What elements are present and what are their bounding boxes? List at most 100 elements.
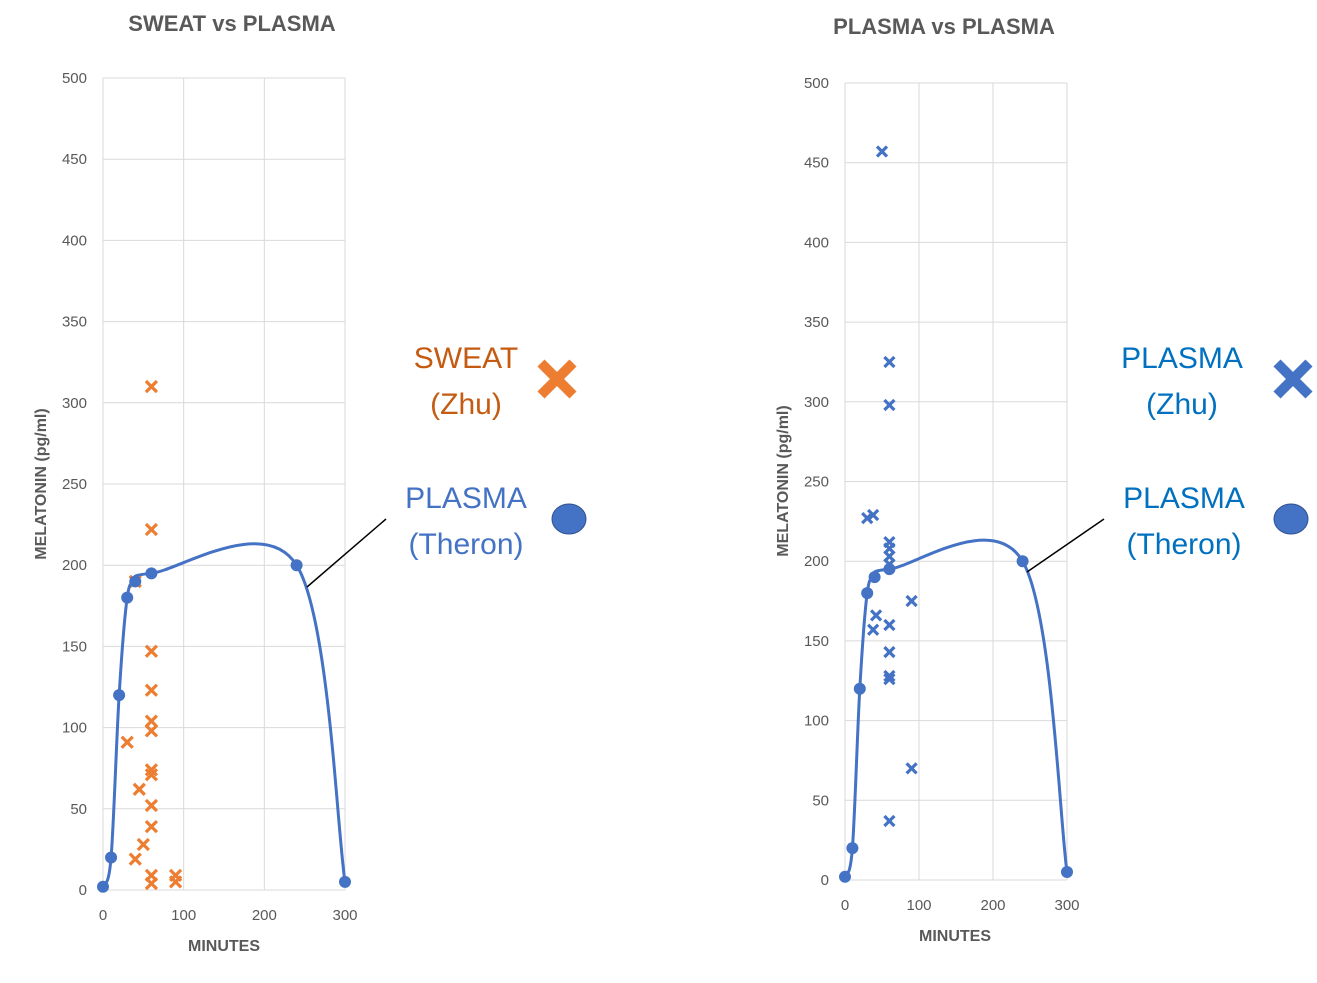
data-point-circle xyxy=(113,689,126,702)
y-tick-label: 200 xyxy=(62,557,87,574)
sweat-zhu-series xyxy=(120,379,183,891)
legend-plasma-zhu: PLASMA (Zhu) xyxy=(1121,342,1313,421)
chart-title: SWEAT vs PLASMA xyxy=(128,11,336,36)
legend-x-glyph xyxy=(1273,359,1313,399)
legend-label-line1: PLASMA xyxy=(405,482,527,515)
legend-x-marker-icon xyxy=(1273,359,1313,399)
data-point-x xyxy=(866,508,880,522)
data-point-circle xyxy=(339,875,351,888)
data-point-x xyxy=(861,512,874,525)
x-tick-label: 100 xyxy=(906,897,931,914)
legend-label-line1: PLASMA xyxy=(1123,482,1245,515)
sweat-vs-plasma-chart: SWEAT vs PLASMA 050100150200250300350400… xyxy=(33,11,587,955)
y-tick-label: 150 xyxy=(804,633,829,650)
x-axis-label: MINUTES xyxy=(919,928,991,945)
data-point-circle xyxy=(839,870,851,883)
y-tick-label: 400 xyxy=(62,232,87,249)
y-tick-label: 100 xyxy=(62,720,87,737)
legend-label-line1: PLASMA xyxy=(1121,342,1243,375)
y-tick-label: 450 xyxy=(62,151,87,168)
data-point-x xyxy=(168,875,183,889)
data-point-circle xyxy=(105,851,118,864)
x-axis-label: MINUTES xyxy=(188,938,260,955)
data-point-x xyxy=(144,379,159,394)
x-tick-labels: 0 100 200 300 xyxy=(841,897,1080,914)
data-point-circle xyxy=(853,682,866,695)
data-point-x xyxy=(869,609,883,622)
y-tick-label: 450 xyxy=(804,155,829,172)
y-tick-label: 200 xyxy=(804,553,829,570)
data-point-circle xyxy=(121,591,134,604)
legend-label-line2: (Zhu) xyxy=(430,388,502,421)
data-point-circle xyxy=(883,563,896,576)
plot-grid xyxy=(844,82,1068,881)
plasma-theron-series xyxy=(839,555,1073,883)
legend-x-marker-icon xyxy=(537,359,577,399)
y-tick-label: 100 xyxy=(804,713,829,730)
data-point-x xyxy=(144,724,159,738)
data-point-x xyxy=(144,820,159,834)
legend-leader-line xyxy=(306,518,387,588)
data-point-x xyxy=(883,398,896,412)
data-point-x xyxy=(883,673,896,686)
y-tick-label: 300 xyxy=(804,394,829,411)
data-point-x xyxy=(136,837,150,852)
data-point-x xyxy=(144,714,159,728)
data-point-circle xyxy=(1016,555,1029,568)
data-point-circle xyxy=(97,880,109,893)
legend-plasma-theron: PLASMA (Theron) xyxy=(1123,482,1309,561)
data-point-x xyxy=(866,623,880,636)
data-point-circle xyxy=(1061,866,1073,879)
legend-label-line2: (Theron) xyxy=(408,528,523,561)
data-point-x xyxy=(120,735,134,749)
legend-x-glyph xyxy=(537,359,577,399)
y-tick-label: 50 xyxy=(70,801,87,818)
data-point-x xyxy=(144,644,159,658)
y-tick-label: 0 xyxy=(79,882,87,899)
data-point-x xyxy=(144,768,159,782)
data-point-x xyxy=(883,814,896,828)
y-tick-label: 50 xyxy=(812,792,829,809)
chart-title: PLASMA vs PLASMA xyxy=(833,14,1055,39)
data-point-x xyxy=(905,594,918,608)
legend-plasma-theron: PLASMA (Theron) xyxy=(405,482,587,561)
data-point-x xyxy=(883,355,896,369)
x-tick-label: 0 xyxy=(841,897,849,914)
data-point-x xyxy=(144,683,159,697)
plasma-theron-curve xyxy=(843,538,1069,878)
data-point-circle xyxy=(861,587,874,600)
plasma-theron-curve xyxy=(101,542,347,888)
x-tick-label: 300 xyxy=(1054,897,1079,914)
data-point-x xyxy=(144,522,159,537)
data-point-circle xyxy=(846,842,859,855)
data-point-circle xyxy=(145,567,158,580)
x-tick-label: 200 xyxy=(980,897,1005,914)
y-tick-label: 250 xyxy=(804,474,829,491)
y-tick-label: 350 xyxy=(62,314,87,331)
plasma-theron-series xyxy=(97,559,351,893)
data-point-x xyxy=(875,145,889,158)
plot-grid xyxy=(102,77,346,891)
y-tick-label: 500 xyxy=(62,70,87,87)
y-axis-label: MELATONIN (pg/ml) xyxy=(33,408,50,559)
data-point-x xyxy=(144,876,159,891)
x-tick-label: 200 xyxy=(252,907,277,924)
y-tick-label: 350 xyxy=(804,314,829,331)
legend-label-line1: SWEAT xyxy=(414,342,518,375)
legend-circle-marker-icon xyxy=(551,503,587,535)
legend-label-line2: (Zhu) xyxy=(1146,388,1218,421)
data-point-circle xyxy=(290,559,303,572)
y-axis-label: MELATONIN (pg/ml) xyxy=(775,405,792,556)
data-point-x xyxy=(883,669,896,683)
plasma-vs-plasma-chart: PLASMA vs PLASMA 05010015020025030035040… xyxy=(775,14,1313,945)
data-point-circle xyxy=(868,571,881,584)
y-tick-label: 0 xyxy=(821,872,829,889)
plasma-zhu-series xyxy=(861,145,918,828)
x-tick-label: 100 xyxy=(171,907,196,924)
legend-circle-marker-icon xyxy=(1273,503,1309,535)
y-tick-label: 250 xyxy=(62,476,87,493)
